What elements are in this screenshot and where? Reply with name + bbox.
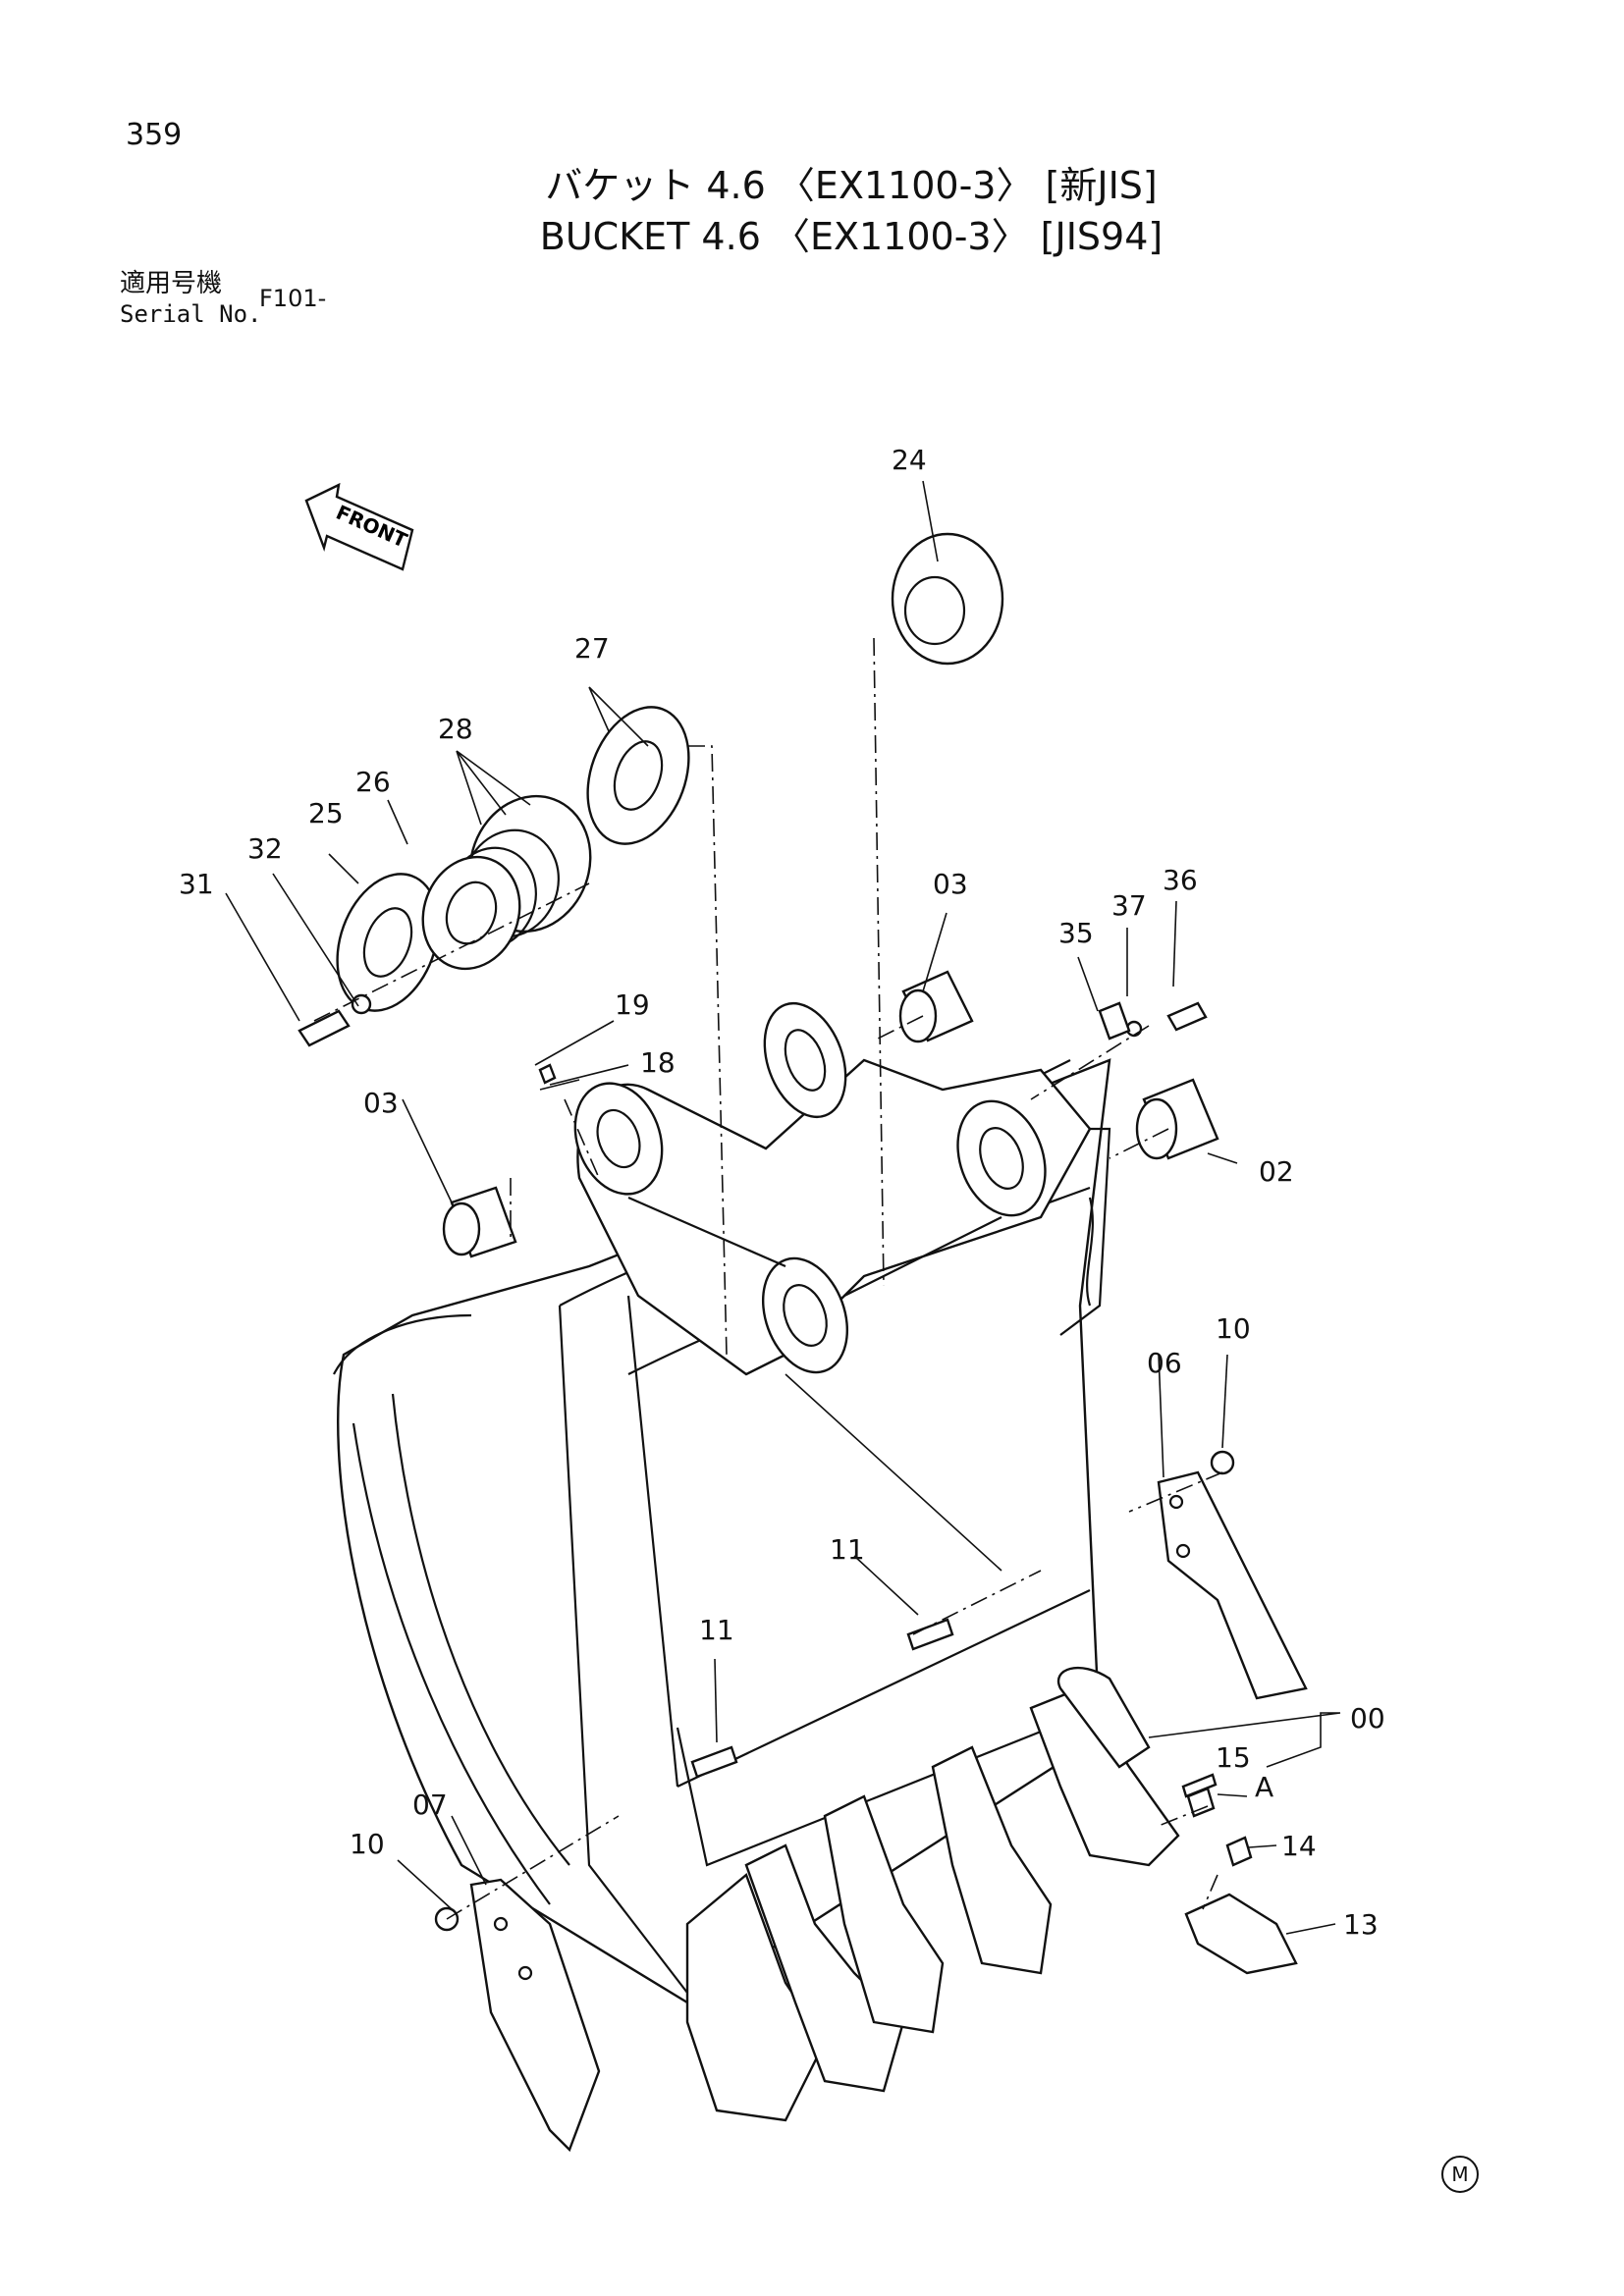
callout-a: A [1255,1771,1273,1803]
callout-02: 02 [1259,1155,1294,1188]
serial-label-japanese: 適用号機 [120,269,223,298]
callout-03-left: 03 [363,1087,399,1119]
callout-07: 07 [412,1789,448,1821]
callout-15: 15 [1216,1741,1251,1774]
callout-37: 37 [1111,889,1147,922]
serial-label-english: Serial No. [120,300,262,328]
manufacturer-mark: M [1441,2156,1479,2193]
front-arrow-icon: FRONT [304,482,414,571]
callout-31: 31 [179,868,214,900]
side-cutter-right [1157,1470,1308,1700]
callout-14: 14 [1281,1830,1317,1862]
callout-28: 28 [438,713,473,745]
callout-25: 25 [308,797,344,829]
serial-number-value: F101- [259,285,327,312]
callout-10-right: 10 [1216,1312,1251,1345]
callout-18: 18 [640,1046,676,1079]
callout-06: 06 [1147,1347,1182,1379]
page-title-japanese: バケット 4.6 〈EX1100-3〉 [新JIS] [545,164,1158,207]
callout-35: 35 [1058,917,1094,949]
page-title-english: BUCKET 4.6 〈EX1100-3〉 [JIS94] [539,215,1164,258]
callout-11-center: 11 [830,1533,865,1566]
bushings [298,970,1298,1975]
callout-11-left: 11 [699,1614,734,1646]
callout-03-top: 03 [933,868,968,900]
callout-10-left: 10 [350,1828,385,1860]
callout-24: 24 [892,444,927,476]
bucket-teeth [685,1666,1180,2122]
callout-19: 19 [615,988,650,1021]
seal-group [336,532,1004,1012]
leader-lines [225,480,1341,1935]
side-cutter-left [469,1878,601,2153]
page-number: 359 [126,118,183,152]
boss-plates [573,1001,1092,1376]
callout-32: 32 [247,832,283,865]
callout-13: 13 [1343,1908,1379,1941]
callout-26: 26 [355,766,391,798]
callout-00: 00 [1350,1702,1385,1735]
callout-labels: 24 27 28 26 25 32 31 03 35 37 36 19 18 0… [179,444,1385,1941]
callout-27: 27 [574,632,610,665]
callout-36: 36 [1163,864,1198,896]
assembly-lines [313,637,1223,1920]
